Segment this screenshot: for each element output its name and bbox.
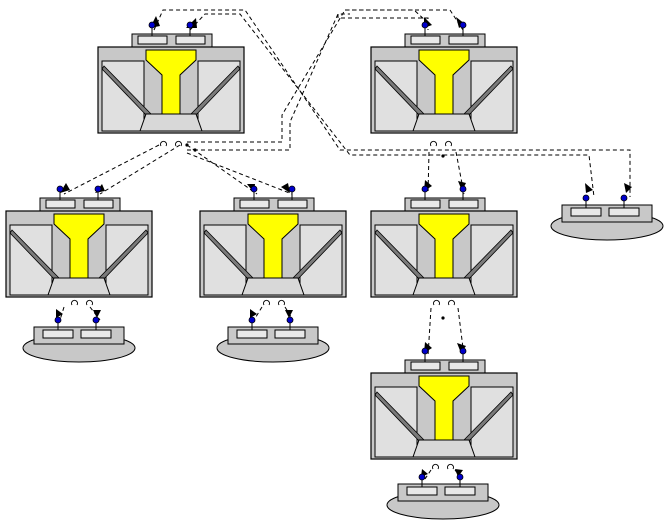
wire-mr-to-b-a xyxy=(427,307,432,357)
wire-tl-to-ml-b xyxy=(99,144,181,195)
wires xyxy=(59,9,631,480)
wire-tr-top xyxy=(337,14,429,30)
arrowhead xyxy=(455,469,463,477)
wire-tl-in-a xyxy=(153,9,631,197)
wire-tl-to-tr-right xyxy=(187,13,350,151)
module-mid-right xyxy=(370,185,518,306)
wire-tl-to-ml-a xyxy=(63,144,160,195)
module-mid-left xyxy=(5,185,153,306)
wire-b-to-sink-a xyxy=(424,469,432,480)
wire-tl-to-mc-a xyxy=(186,144,258,195)
wire-tl-to-tr-left xyxy=(187,9,428,143)
junctions xyxy=(185,143,445,320)
module-mid-center xyxy=(199,185,347,306)
arrowhead xyxy=(56,309,63,318)
sink-far-right xyxy=(550,194,664,241)
output-jacks xyxy=(71,299,93,306)
arrowhead xyxy=(93,310,101,318)
module-top-right xyxy=(370,21,518,147)
arrowhead xyxy=(585,183,593,193)
sink-left xyxy=(22,316,136,363)
wire-mc-to-sink-a xyxy=(253,306,263,321)
wire-mr-to-b-b xyxy=(457,307,465,357)
sink-bottom xyxy=(386,473,500,520)
module-top-left xyxy=(97,21,245,147)
wire-tr-top-2 xyxy=(345,9,464,31)
junction-dot xyxy=(441,154,445,158)
arrowhead xyxy=(624,183,632,193)
arrowhead xyxy=(281,183,290,193)
module-bottom xyxy=(370,347,518,470)
output-jacks xyxy=(433,299,455,306)
wire-ml-to-sink-a xyxy=(59,306,65,321)
output-jacks xyxy=(430,140,452,147)
arrowhead xyxy=(250,309,257,318)
output-jacks xyxy=(432,463,454,470)
junction-dot xyxy=(441,316,445,320)
arrowhead xyxy=(285,310,293,318)
junction-dot xyxy=(193,148,197,152)
wire-tl-to-mc-b xyxy=(186,152,293,195)
output-jacks xyxy=(160,140,182,147)
output-jacks xyxy=(263,299,285,306)
sink-center xyxy=(216,316,330,363)
junction-dot xyxy=(185,143,189,147)
